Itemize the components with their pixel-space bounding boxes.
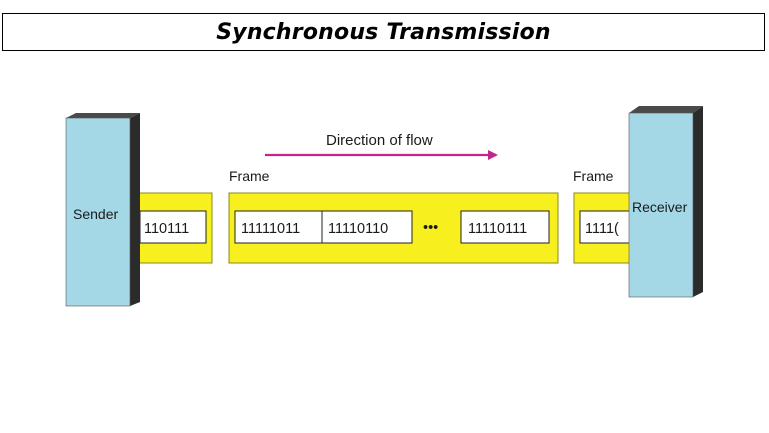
receiver-frame-bits-box	[579, 210, 637, 244]
sender-frame-bits: 110111	[144, 221, 189, 237]
receiver-label: Receiver	[632, 199, 688, 215]
sender-box	[65, 117, 131, 307]
frame-bits-3: 11110111	[468, 221, 527, 237]
sender-box-top	[66, 113, 140, 118]
sender-label: Sender	[73, 206, 118, 222]
title-bar: Synchronous Transmission	[2, 13, 765, 51]
page-title: Synchronous Transmission	[216, 19, 551, 45]
frame-bits-box-3	[460, 210, 550, 244]
receiver-frame-label: Frame	[573, 168, 614, 184]
frame-bits-box-1	[234, 210, 323, 244]
frame-bits-1: 11111011	[241, 221, 300, 237]
frame-bits-2: 11110110	[328, 221, 388, 237]
sender-box-side	[130, 113, 140, 306]
receiver-box-side	[693, 106, 703, 297]
middle-frame-label: Frame	[229, 168, 270, 184]
ellipsis: •••	[423, 220, 438, 236]
receiver-frame-bits: 1111(	[585, 221, 619, 237]
direction-label: Direction of flow	[326, 132, 433, 149]
receiver-box	[628, 112, 694, 298]
sender-frame-bits-box	[139, 210, 207, 244]
frame-bits-box-2	[321, 210, 413, 244]
receiver-box-top	[629, 106, 703, 113]
